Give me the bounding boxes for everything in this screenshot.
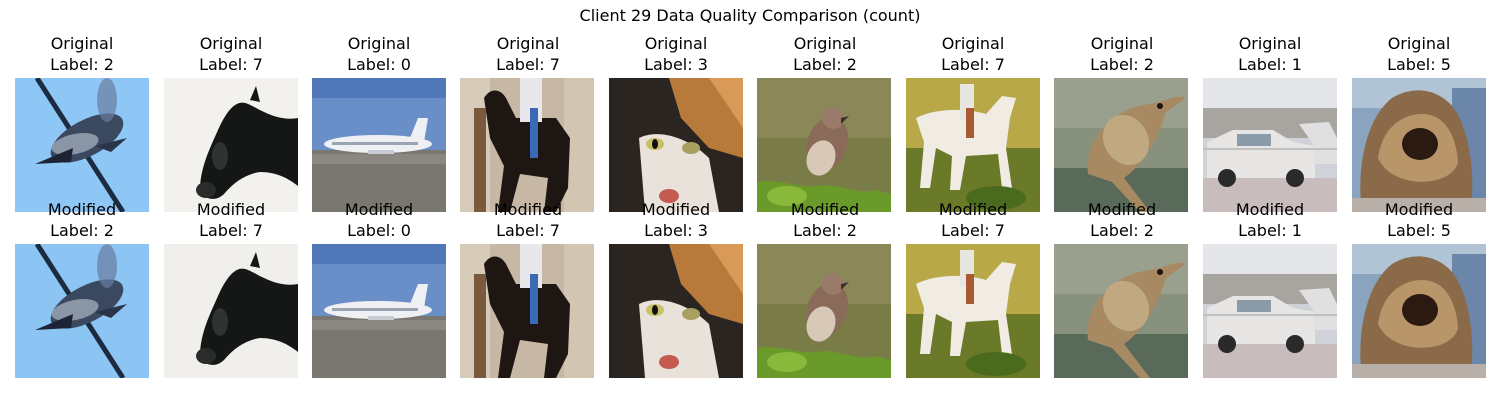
airplane-image: [312, 244, 446, 378]
dog-image: [1352, 244, 1486, 378]
figure-title: Client 29 Data Quality Comparison (count…: [579, 6, 921, 25]
brown-bird-image: [1054, 244, 1188, 378]
bird-on-wire-image: [15, 78, 149, 212]
black-horse-image: [164, 244, 298, 378]
car-image: [1203, 244, 1337, 378]
horse-rider-image: [460, 244, 594, 378]
bird-on-wire-image: [15, 244, 149, 378]
perched-bird-image: [757, 244, 891, 378]
airplane-image: [312, 78, 446, 212]
black-horse-image: [164, 78, 298, 212]
horse-rider-image: [460, 78, 594, 212]
white-horse-image: [906, 78, 1040, 212]
perched-bird-image: [757, 78, 891, 212]
car-image: [1203, 78, 1337, 212]
cat-image: [609, 78, 743, 212]
cat-image: [609, 244, 743, 378]
brown-bird-image: [1054, 78, 1188, 212]
dog-image: [1352, 78, 1486, 212]
white-horse-image: [906, 244, 1040, 378]
